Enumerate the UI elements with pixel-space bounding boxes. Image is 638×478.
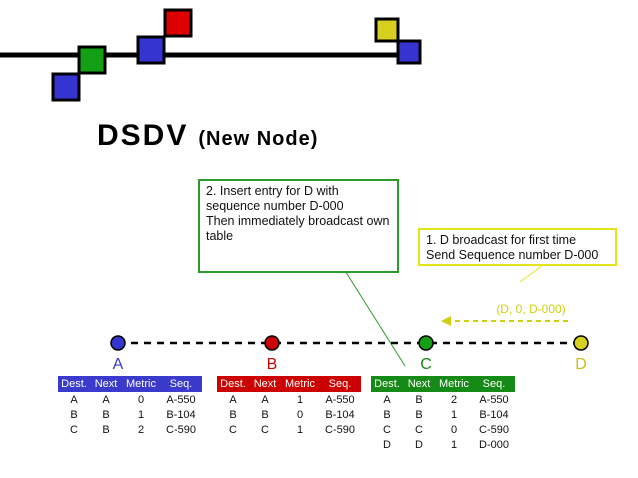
deco-square-yellow xyxy=(374,17,400,43)
header-seq: Seq. xyxy=(319,376,361,392)
node-label-d: D xyxy=(575,356,587,373)
table-row: B B 1 B-104 xyxy=(371,407,515,422)
cell-seq: A-550 xyxy=(479,393,509,406)
node-label-a: A xyxy=(112,356,124,373)
broadcast-message: (D, 0, D-000) xyxy=(496,302,565,316)
cell-metric: 0 xyxy=(296,408,304,421)
cell-seq: B-104 xyxy=(479,408,509,421)
header-metric: Metric xyxy=(281,376,319,392)
cell-seq: C-590 xyxy=(479,423,509,436)
cell-seq: D-000 xyxy=(479,438,509,451)
node-d[interactable] xyxy=(573,335,589,351)
cell-dest: C xyxy=(383,423,391,436)
cell-seq: A-550 xyxy=(325,393,355,406)
cell-seq: C-590 xyxy=(325,423,355,436)
table-row: A A 1 A-550 xyxy=(217,392,361,407)
cell-dest: A xyxy=(70,393,78,406)
cell-next: B xyxy=(415,408,423,421)
cell-metric: 1 xyxy=(450,408,458,421)
node-label-c: C xyxy=(420,356,432,373)
table-row: B B 0 B-104 xyxy=(217,407,361,422)
callout-broadcast-line: Send Sequence number D-000 xyxy=(426,248,599,262)
header-next: Next xyxy=(249,376,281,392)
cell-dest: A xyxy=(229,393,237,406)
cell-metric: 1 xyxy=(296,393,304,406)
header-seq: Seq. xyxy=(160,376,202,392)
deco-square-blue-middle xyxy=(136,35,166,65)
cell-dest: C xyxy=(229,423,237,436)
table-row: A B 2 A-550 xyxy=(371,392,515,407)
table-row: D D 1 D-000 xyxy=(371,437,515,452)
cell-metric: 1 xyxy=(296,423,304,436)
cell-dest: D xyxy=(383,438,391,451)
cell-next: B xyxy=(261,408,269,421)
header-metric: Metric xyxy=(435,376,473,392)
header-seq: Seq. xyxy=(473,376,515,392)
cell-seq: A-550 xyxy=(166,393,196,406)
callout-d-broadcast: 1. D broadcast for first time Send Seque… xyxy=(418,228,617,266)
table-row: C B 2 C-590 xyxy=(58,422,202,437)
deco-square-blue-right xyxy=(396,39,422,65)
callout-insert-line: sequence number D-000 xyxy=(206,199,344,213)
cell-next: C xyxy=(415,423,423,436)
callout-insert-line: 2. Insert entry for D with xyxy=(206,184,339,198)
table-row: C C 0 C-590 xyxy=(371,422,515,437)
cell-dest: B xyxy=(70,408,78,421)
cell-seq: C-590 xyxy=(166,423,196,436)
cell-seq: B-104 xyxy=(325,408,355,421)
cell-dest: B xyxy=(229,408,237,421)
table-header-row: Dest. Next Metric Seq. xyxy=(58,376,202,392)
deco-square-green xyxy=(77,45,107,75)
cell-next: C xyxy=(261,423,269,436)
header-dest: Dest. xyxy=(217,376,249,392)
deco-square-red xyxy=(163,8,193,38)
node-b[interactable] xyxy=(264,335,280,351)
callout-broadcast-line: 1. D broadcast for first time xyxy=(426,233,577,247)
cell-metric: 0 xyxy=(137,393,145,406)
callout-insert-entry: 2. Insert entry for D with sequence numb… xyxy=(198,179,399,273)
cell-next: A xyxy=(102,393,110,406)
page-title: DSDV (New Node) xyxy=(97,116,318,153)
cell-dest: B xyxy=(383,408,391,421)
decorative-header xyxy=(0,8,422,102)
header-metric: Metric xyxy=(122,376,160,392)
cell-metric: 1 xyxy=(137,408,145,421)
table-row: B B 1 B-104 xyxy=(58,407,202,422)
cell-dest: A xyxy=(383,393,391,406)
cell-next: B xyxy=(102,408,110,421)
cell-dest: C xyxy=(70,423,78,436)
callout-insert-line: Then immediately broadcast own xyxy=(206,214,390,228)
cell-metric: 2 xyxy=(450,393,458,406)
title-subtitle: (New Node) xyxy=(198,128,319,150)
deco-square-blue-left xyxy=(51,72,81,102)
header-dest: Dest. xyxy=(371,376,403,392)
cell-next: B xyxy=(102,423,110,436)
node-a[interactable] xyxy=(110,335,126,351)
routing-table-b: Dest. Next Metric Seq. A A 1 A-550 B B 0 B-104… xyxy=(217,376,361,437)
header-next: Next xyxy=(403,376,435,392)
node-label-b: B xyxy=(266,356,278,373)
cell-next: B xyxy=(415,393,423,406)
table-row: A A 0 A-550 xyxy=(58,392,202,407)
cell-seq: B-104 xyxy=(166,408,196,421)
table-row: C C 1 C-590 xyxy=(217,422,361,437)
header-next: Next xyxy=(90,376,122,392)
table-header-row: Dest. Next Metric Seq. xyxy=(217,376,361,392)
cell-next: A xyxy=(261,393,269,406)
cell-next: D xyxy=(415,438,423,451)
table-header-row: Dest. Next Metric Seq. xyxy=(371,376,515,392)
title-main: DSDV xyxy=(97,119,189,152)
node-c[interactable] xyxy=(418,335,434,351)
header-dest: Dest. xyxy=(58,376,90,392)
cell-metric: 2 xyxy=(137,423,145,436)
cell-metric: 0 xyxy=(450,423,458,436)
cell-metric: 1 xyxy=(450,438,458,451)
callout-insert-line: table xyxy=(206,229,234,243)
broadcast-arrow xyxy=(441,316,568,326)
